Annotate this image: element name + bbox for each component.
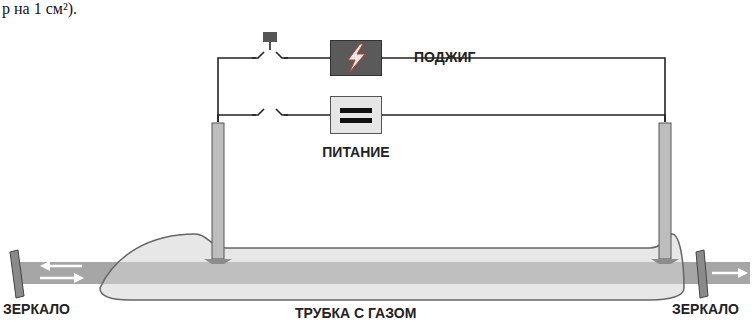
part-label: ПИТАНИЕ (322, 144, 389, 160)
wire (382, 58, 665, 122)
wire (218, 58, 330, 122)
left-mirror: ЗЕРКАЛО (0, 248, 84, 320)
power-box: ПИТАНИЕ (330, 96, 382, 134)
ignition-box: ПОДЖИГ (330, 40, 382, 76)
gas-tube-shape (95, 122, 685, 320)
part-label: ЗЕРКАЛО (672, 301, 739, 317)
power-box-shape (330, 96, 382, 134)
push-button (252, 32, 288, 62)
page-text: р на 1 см²). (2, 0, 77, 18)
part-label: ТРУБКА С ГАЗОМ (295, 305, 416, 321)
part-label: ЗЕРКАЛО (3, 301, 70, 317)
wire (382, 115, 665, 122)
switch-contacts (252, 109, 288, 119)
ignition-box-shape (330, 40, 382, 76)
part-label: ПОДЖИГ (414, 49, 475, 65)
right-mirror: ЗЕРКАЛО (668, 248, 752, 320)
gas-tube: ТРУБКА С ГАЗОМ (95, 122, 685, 320)
